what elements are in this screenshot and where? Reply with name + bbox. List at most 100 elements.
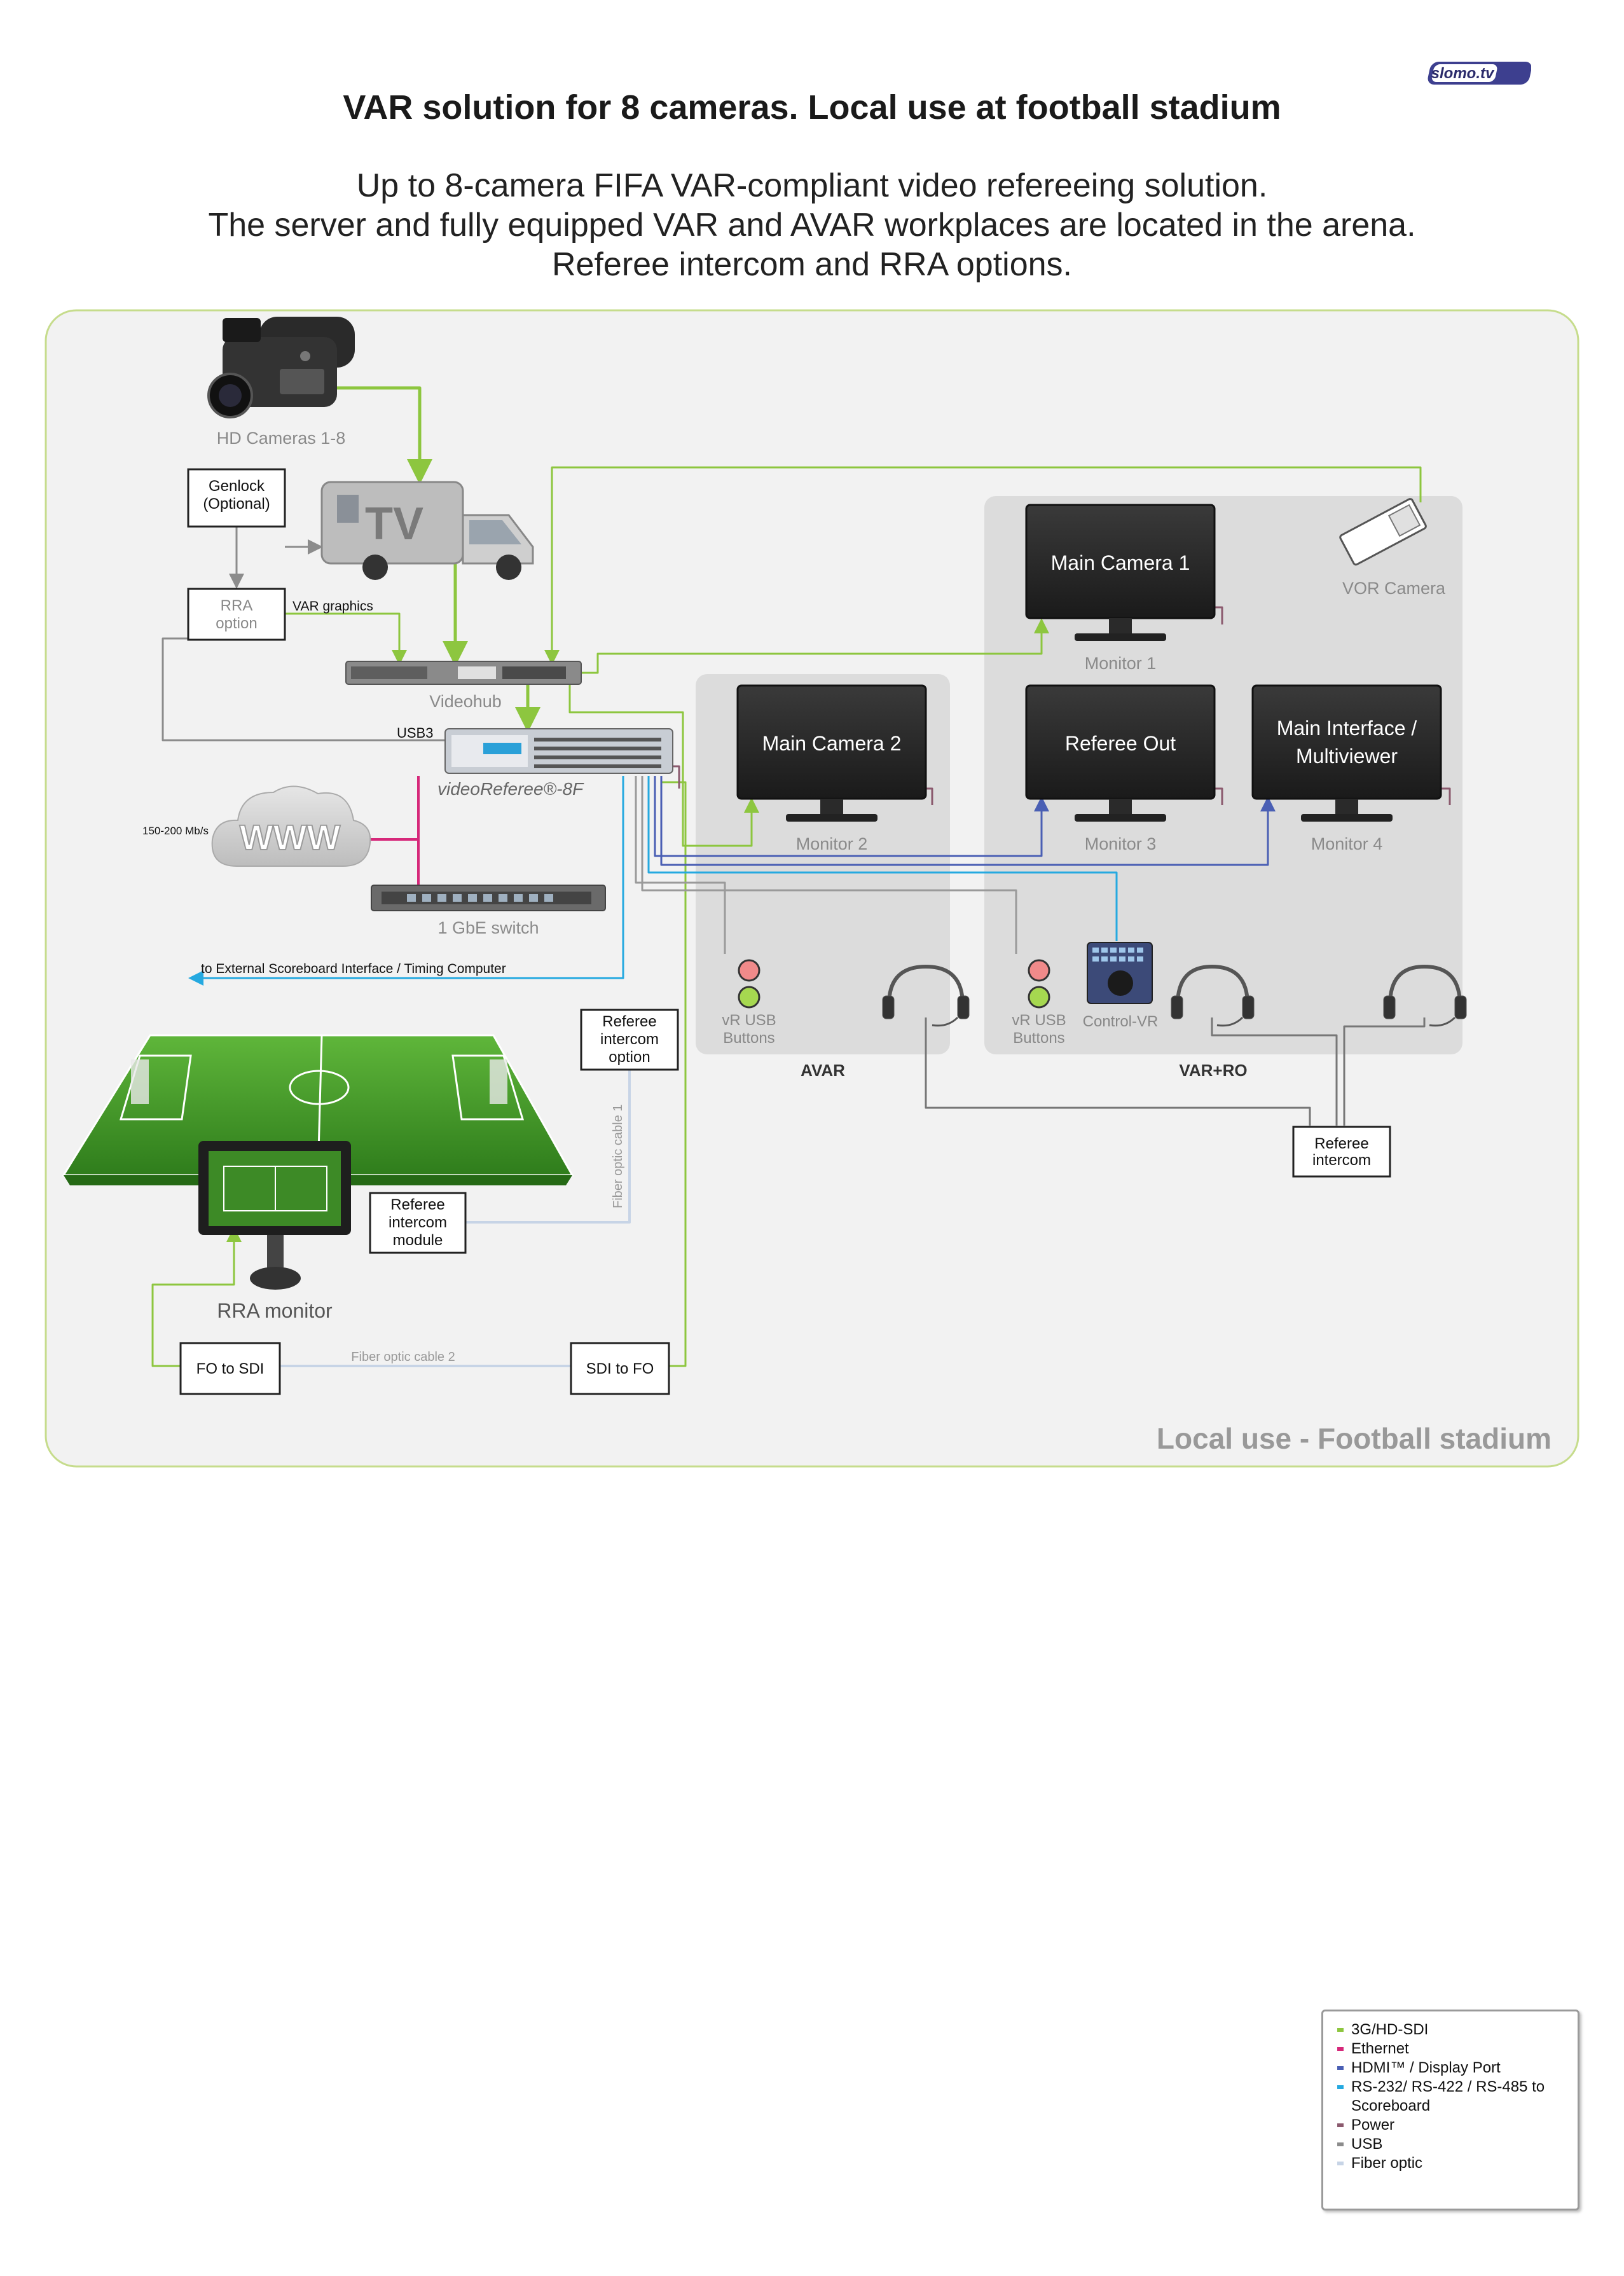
fiber-cable-2-label: Fiber optic cable 2 bbox=[351, 1350, 455, 1364]
genlock-label: Genlock bbox=[209, 478, 265, 495]
slomo-tv-logo: slomo.tv bbox=[1428, 62, 1531, 85]
intercom-module-line-3: module bbox=[393, 1232, 443, 1249]
sdi-var-graphics bbox=[285, 612, 407, 665]
vor-camera-icon bbox=[1339, 498, 1427, 566]
hdmi-monitor4 bbox=[660, 776, 1276, 866]
legend-item-fiber: Fiber optic bbox=[1337, 2154, 1567, 2173]
var-usb-buttons-icon bbox=[1028, 959, 1050, 1009]
referee-intercom-option-line-1: Referee bbox=[602, 1013, 656, 1030]
monitor-2: Main Camera 2 bbox=[736, 684, 927, 822]
monitor-4-screen-line-1: Main Interface / bbox=[1277, 717, 1417, 740]
gbe-switch bbox=[371, 885, 606, 911]
switch-label: 1 GbE switch bbox=[437, 918, 539, 937]
legend-item-sdi: 3G/HD-SDI bbox=[1337, 2020, 1567, 2039]
rra-option-box bbox=[187, 588, 286, 641]
genlock-optional-label: (Optional) bbox=[203, 495, 270, 513]
videohub-label: Videohub bbox=[429, 692, 502, 711]
fo-to-sdi-box bbox=[179, 1342, 281, 1395]
legend-item-ethernet: Ethernet bbox=[1337, 2039, 1567, 2059]
var-usb-buttons-label-1: vR USB bbox=[1012, 1012, 1066, 1029]
hd-cameras-label: HD Cameras 1-8 bbox=[217, 429, 346, 448]
intercom-var-headset-2 bbox=[1343, 1017, 1426, 1126]
genlock-box bbox=[187, 468, 286, 528]
ob-van-icon: TV bbox=[320, 481, 534, 580]
rra-option-label: RRA bbox=[221, 597, 253, 614]
fiber-optic-cable-1 bbox=[465, 1070, 631, 1224]
avar-usb-buttons-label-1: vR USB bbox=[722, 1012, 776, 1029]
intercom-avar-headset bbox=[925, 1017, 1311, 1126]
monitor-2-screen-text: Main Camera 2 bbox=[762, 732, 902, 755]
hd-cameras-icon bbox=[207, 317, 355, 418]
www-cloud-icon: WWW bbox=[211, 785, 371, 867]
monitor-1-screen-text: Main Camera 1 bbox=[1051, 551, 1190, 574]
intercom-module-line-2: intercom bbox=[389, 1214, 447, 1231]
usb3-label: USB3 bbox=[397, 725, 433, 741]
video-referee-server bbox=[444, 728, 673, 774]
avar-usb-buttons-label-2: Buttons bbox=[723, 1030, 774, 1047]
sdi-server-to-monitor2 bbox=[568, 680, 759, 847]
rra-monitor-label: RRA monitor bbox=[217, 1299, 333, 1322]
football-field-icon bbox=[62, 1034, 574, 1185]
sdi-server-to-rra bbox=[661, 781, 687, 1367]
subtitle-line-1: Up to 8-camera FIFA VAR-compliant video … bbox=[356, 167, 1268, 204]
var-headset-1-icon bbox=[1171, 964, 1255, 1027]
bandwidth-label: 150-200 Mb/s bbox=[142, 825, 209, 837]
sdi-fo-to-rra-monitor bbox=[151, 1227, 242, 1367]
monitor-1-label: Monitor 1 bbox=[1085, 654, 1157, 673]
legend-item-rs232: RS-232/ RS-422 / RS-485 to Scoreboard bbox=[1337, 2078, 1567, 2116]
referee-intercom-line-1: Referee bbox=[1314, 1135, 1368, 1152]
fiber-cable-1-label: Fiber optic cable 1 bbox=[611, 1105, 625, 1208]
monitor-4: Main Interface / Multiviewer bbox=[1251, 684, 1442, 822]
scoreboard-label: to External Scoreboard Interface / Timin… bbox=[201, 962, 506, 976]
rra-to-server bbox=[162, 637, 445, 741]
vor-camera-label: VOR Camera bbox=[1342, 579, 1446, 598]
var-graphics-label: VAR graphics bbox=[292, 599, 373, 614]
referee-intercom-option-line-3: option bbox=[609, 1049, 650, 1066]
intercom-module-line-1: Referee bbox=[390, 1196, 444, 1213]
power-monitor4 bbox=[1441, 787, 1451, 805]
monitor-2-label: Monitor 2 bbox=[796, 834, 868, 853]
avar-label: AVAR bbox=[801, 1061, 845, 1080]
rra-monitor-icon bbox=[198, 1141, 351, 1290]
control-vr-icon bbox=[1087, 942, 1153, 1004]
monitor-3-label: Monitor 3 bbox=[1085, 834, 1157, 853]
rs232-scoreboard bbox=[188, 776, 624, 986]
monitor-3: Referee Out bbox=[1025, 684, 1216, 822]
rs232-control-vr bbox=[647, 776, 1118, 941]
area-label: Local use - Football stadium bbox=[1157, 1422, 1552, 1455]
intercom-var-headset-1 bbox=[1211, 1017, 1338, 1126]
logo-text: slomo.tv bbox=[1431, 65, 1495, 82]
var-ro-label: VAR+RO bbox=[1179, 1061, 1247, 1080]
sdi-to-fo-box bbox=[570, 1342, 670, 1395]
usb-var-buttons bbox=[641, 776, 1017, 954]
referee-intercom-option-box bbox=[580, 1009, 679, 1071]
monitor-1: Main Camera 1 bbox=[1025, 504, 1216, 641]
sdi-videohub-to-monitor1 bbox=[579, 618, 1049, 674]
legend-item-hdmi: HDMI™ / Display Port bbox=[1337, 2059, 1567, 2078]
sdi-to-fo-label: SDI to FO bbox=[586, 1360, 654, 1377]
monitor-4-label: Monitor 4 bbox=[1311, 834, 1383, 853]
var-usb-buttons-label-2: Buttons bbox=[1013, 1030, 1064, 1047]
referee-intercom-box bbox=[1292, 1126, 1391, 1178]
referee-intercom-module-box bbox=[369, 1192, 467, 1254]
usb-avar-buttons bbox=[635, 776, 726, 954]
legend: 3G/HD-SDI Ethernet HDMI™ / Display Port … bbox=[1321, 2010, 1579, 2210]
sdi-camera-to-van bbox=[321, 386, 432, 485]
subtitle-line-3: Referee intercom and RRA options. bbox=[552, 246, 1072, 283]
rra-option-sub-label: option bbox=[216, 615, 257, 632]
avar-headset-icon bbox=[882, 964, 970, 1027]
www-label: WWW bbox=[240, 817, 341, 857]
ob-van-label: TV bbox=[365, 499, 423, 549]
avar-usb-buttons-icon bbox=[738, 959, 760, 1009]
referee-intercom-option-line-2: intercom bbox=[600, 1031, 659, 1048]
videohub-device bbox=[345, 661, 582, 685]
fo-to-sdi-label: FO to SDI bbox=[196, 1360, 265, 1377]
hdmi-monitor3 bbox=[654, 776, 1049, 857]
referee-intercom-line-2: intercom bbox=[1312, 1152, 1371, 1169]
server-label: videoReferee®-8F bbox=[437, 779, 584, 799]
monitor-4-screen-line-2: Multiviewer bbox=[1296, 745, 1398, 768]
page-title: VAR solution for 8 cameras. Local use at… bbox=[343, 88, 1281, 127]
subtitle-line-2: The server and fully equipped VAR and AV… bbox=[208, 207, 1416, 244]
monitor-3-screen-text: Referee Out bbox=[1065, 732, 1176, 755]
